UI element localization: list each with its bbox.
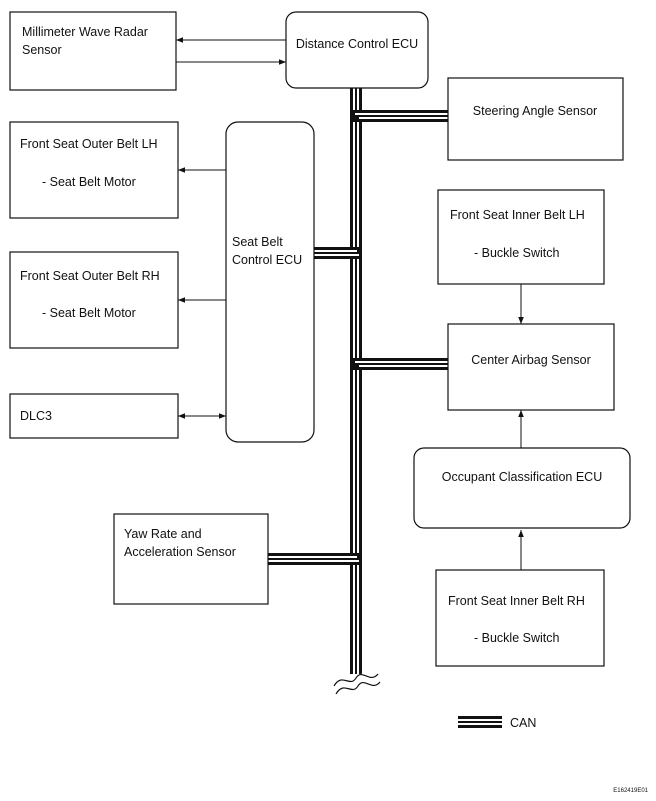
can-legend-symbol bbox=[458, 716, 502, 728]
inner-lh-label-line2: - Buckle Switch bbox=[474, 246, 559, 260]
outer-lh-label-line2: - Seat Belt Motor bbox=[42, 175, 136, 189]
outer-lh-label-line1: Front Seat Outer Belt LH bbox=[20, 137, 158, 151]
radar-label-line2: Sensor bbox=[22, 43, 62, 57]
yaw-label-line2: Acceleration Sensor bbox=[124, 545, 236, 559]
legend: CAN bbox=[458, 716, 536, 730]
node-yaw-rate-sensor: Yaw Rate and Acceleration Sensor bbox=[113, 513, 269, 605]
node-steering-angle-sensor: Steering Angle Sensor bbox=[447, 77, 624, 161]
outer-rh-label-line2: - Seat Belt Motor bbox=[42, 306, 136, 320]
node-front-seat-outer-belt-rh: Front Seat Outer Belt RH - Seat Belt Mot… bbox=[9, 251, 179, 349]
node-front-seat-inner-belt-rh: Front Seat Inner Belt RH - Buckle Switch bbox=[435, 569, 605, 667]
node-front-seat-outer-belt-lh: Front Seat Outer Belt LH - Seat Belt Mot… bbox=[9, 121, 179, 219]
yaw-label-line1: Yaw Rate and bbox=[124, 527, 202, 541]
can-legend-label: CAN bbox=[510, 716, 536, 730]
airbag-label: Center Airbag Sensor bbox=[471, 353, 591, 367]
node-center-airbag-sensor: Center Airbag Sensor bbox=[447, 323, 615, 411]
can-bus bbox=[268, 86, 448, 695]
steering-label: Steering Angle Sensor bbox=[473, 104, 597, 118]
node-dlc3: DLC3 bbox=[9, 393, 179, 439]
distance-ecu-label: Distance Control ECU bbox=[296, 37, 418, 51]
bus-break-symbol bbox=[331, 673, 384, 693]
can-branch-seatbelt-ecu bbox=[314, 247, 362, 259]
seatbelt-ecu-label-line1: Seat Belt bbox=[232, 235, 283, 249]
radar-label-line1: Millimeter Wave Radar bbox=[22, 25, 148, 39]
inner-rh-label-line2: - Buckle Switch bbox=[474, 631, 559, 645]
inner-lh-label-line1: Front Seat Inner Belt LH bbox=[450, 208, 585, 222]
figure-code: E162419E01 bbox=[613, 788, 648, 794]
seatbelt-ecu-label-line2: Control ECU bbox=[232, 253, 302, 267]
dlc3-label: DLC3 bbox=[20, 409, 52, 423]
node-distance-control-ecu: Distance Control ECU bbox=[285, 11, 429, 89]
can-branch-steering bbox=[350, 110, 448, 122]
node-seat-belt-control-ecu: Seat Belt Control ECU bbox=[225, 121, 315, 443]
occupant-ecu-label: Occupant Classification ECU bbox=[442, 470, 602, 484]
can-branch-airbag bbox=[350, 358, 448, 370]
outer-rh-label-line1: Front Seat Outer Belt RH bbox=[20, 269, 160, 283]
signal-connections bbox=[176, 37, 524, 570]
can-branch-yaw bbox=[268, 553, 362, 565]
node-front-seat-inner-belt-lh: Front Seat Inner Belt LH - Buckle Switch bbox=[437, 189, 605, 285]
inner-rh-label-line1: Front Seat Inner Belt RH bbox=[448, 594, 585, 608]
node-radar-sensor: Millimeter Wave Radar Sensor bbox=[9, 11, 177, 91]
node-occupant-classification-ecu: Occupant Classification ECU bbox=[413, 447, 631, 529]
